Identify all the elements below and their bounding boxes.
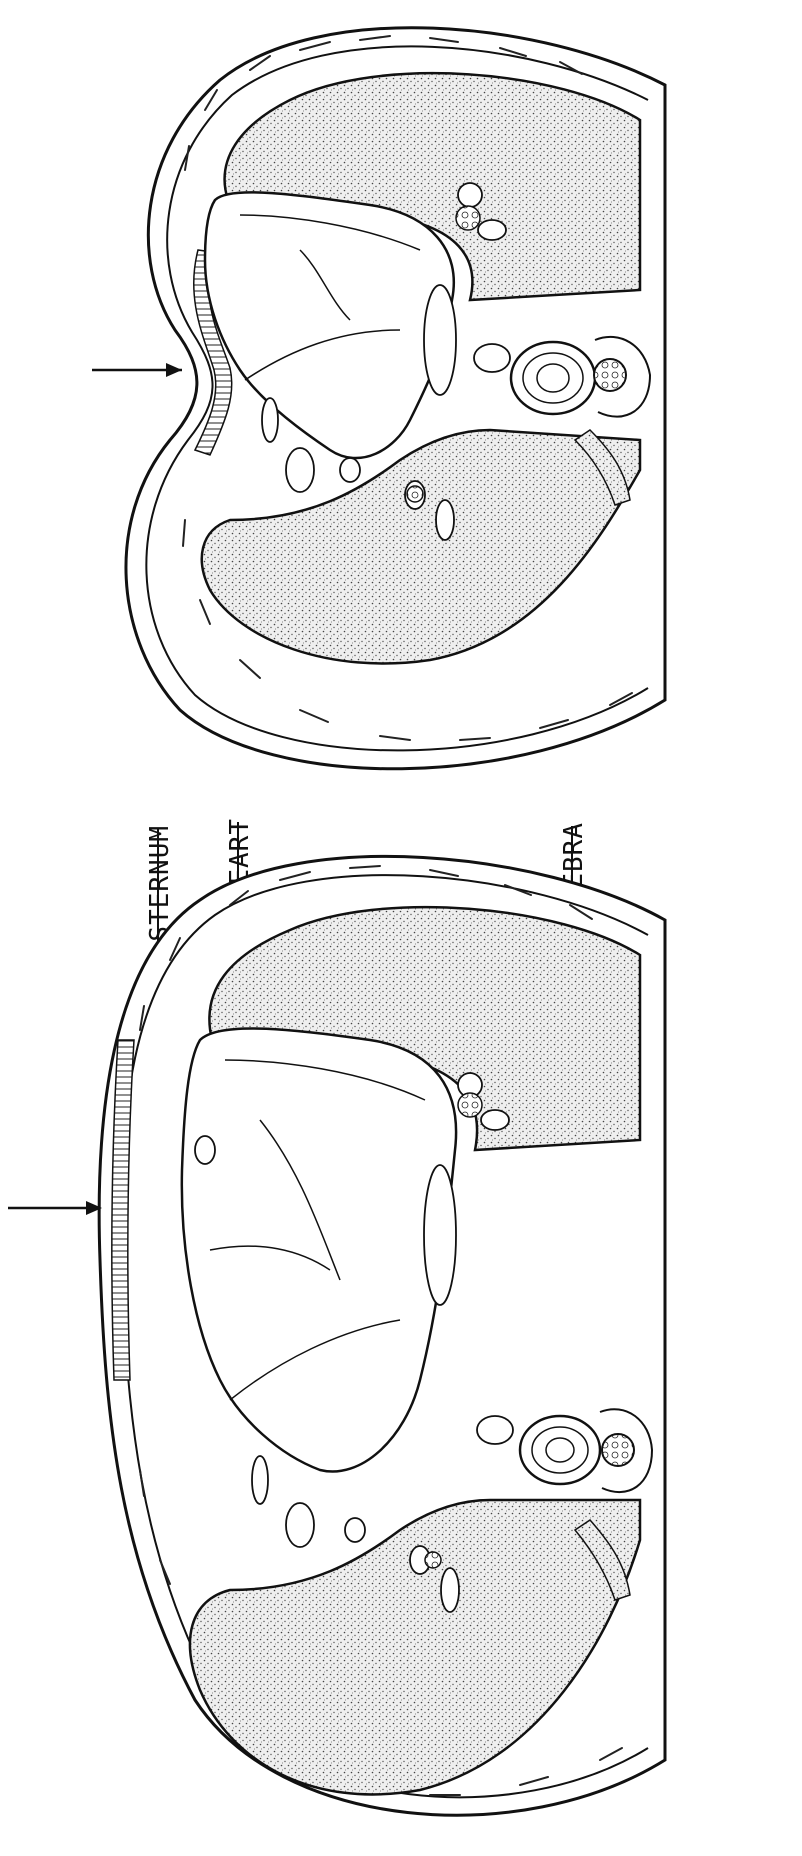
arrow-bottom <box>8 1201 102 1215</box>
pectus-excavatum-section <box>92 28 665 769</box>
normal-chest-section <box>8 856 665 1815</box>
arrow-top <box>92 363 182 377</box>
